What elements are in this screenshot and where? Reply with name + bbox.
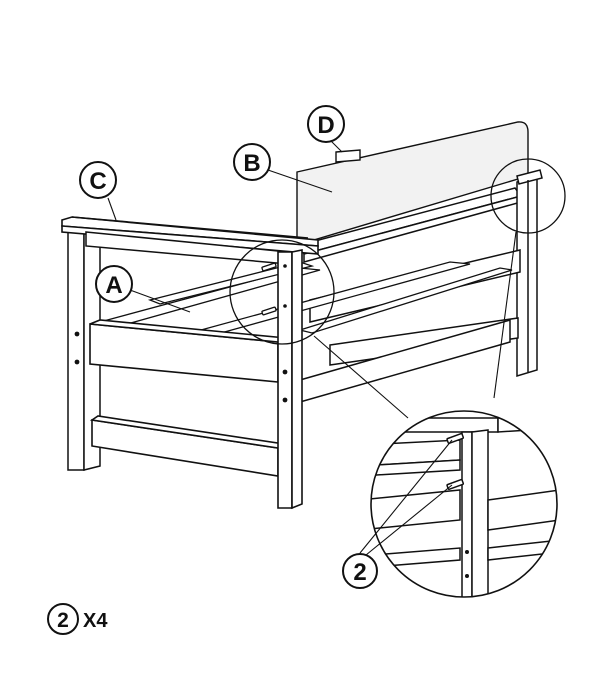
back-panel bbox=[296, 121, 529, 246]
detail-circle-top-right bbox=[490, 158, 566, 234]
legend-quantity: X4 bbox=[83, 610, 108, 632]
callout-b: B bbox=[233, 143, 271, 181]
svg-text:2: 2 bbox=[353, 559, 366, 586]
seat-slats bbox=[99, 261, 513, 337]
side-lower-rail bbox=[89, 415, 287, 477]
bolt-holes bbox=[74, 264, 288, 403]
left-armrest bbox=[61, 216, 319, 255]
svg-text:C: C bbox=[89, 168, 106, 195]
callout-c: C bbox=[79, 161, 117, 199]
detail-circle-small bbox=[229, 239, 335, 345]
svg-text:D: D bbox=[317, 112, 334, 139]
callout-hardware: 2 bbox=[342, 553, 378, 589]
hardware-legend: 2 X4 bbox=[47, 603, 108, 635]
panel-clip bbox=[335, 149, 361, 163]
svg-text:B: B bbox=[243, 150, 260, 177]
detail-circle-large bbox=[370, 410, 558, 598]
callout-leaders bbox=[107, 139, 453, 556]
callout-d: D bbox=[307, 105, 345, 143]
bolts-main bbox=[261, 262, 277, 316]
legend-part-number: 2 bbox=[57, 609, 69, 632]
callout-a: A bbox=[95, 265, 133, 303]
front-seat-beam bbox=[89, 319, 289, 383]
zoom-leader-lines bbox=[313, 231, 517, 419]
rear-right-post bbox=[516, 169, 543, 378]
svg-text:A: A bbox=[105, 272, 122, 299]
rear-left-post bbox=[277, 249, 303, 510]
